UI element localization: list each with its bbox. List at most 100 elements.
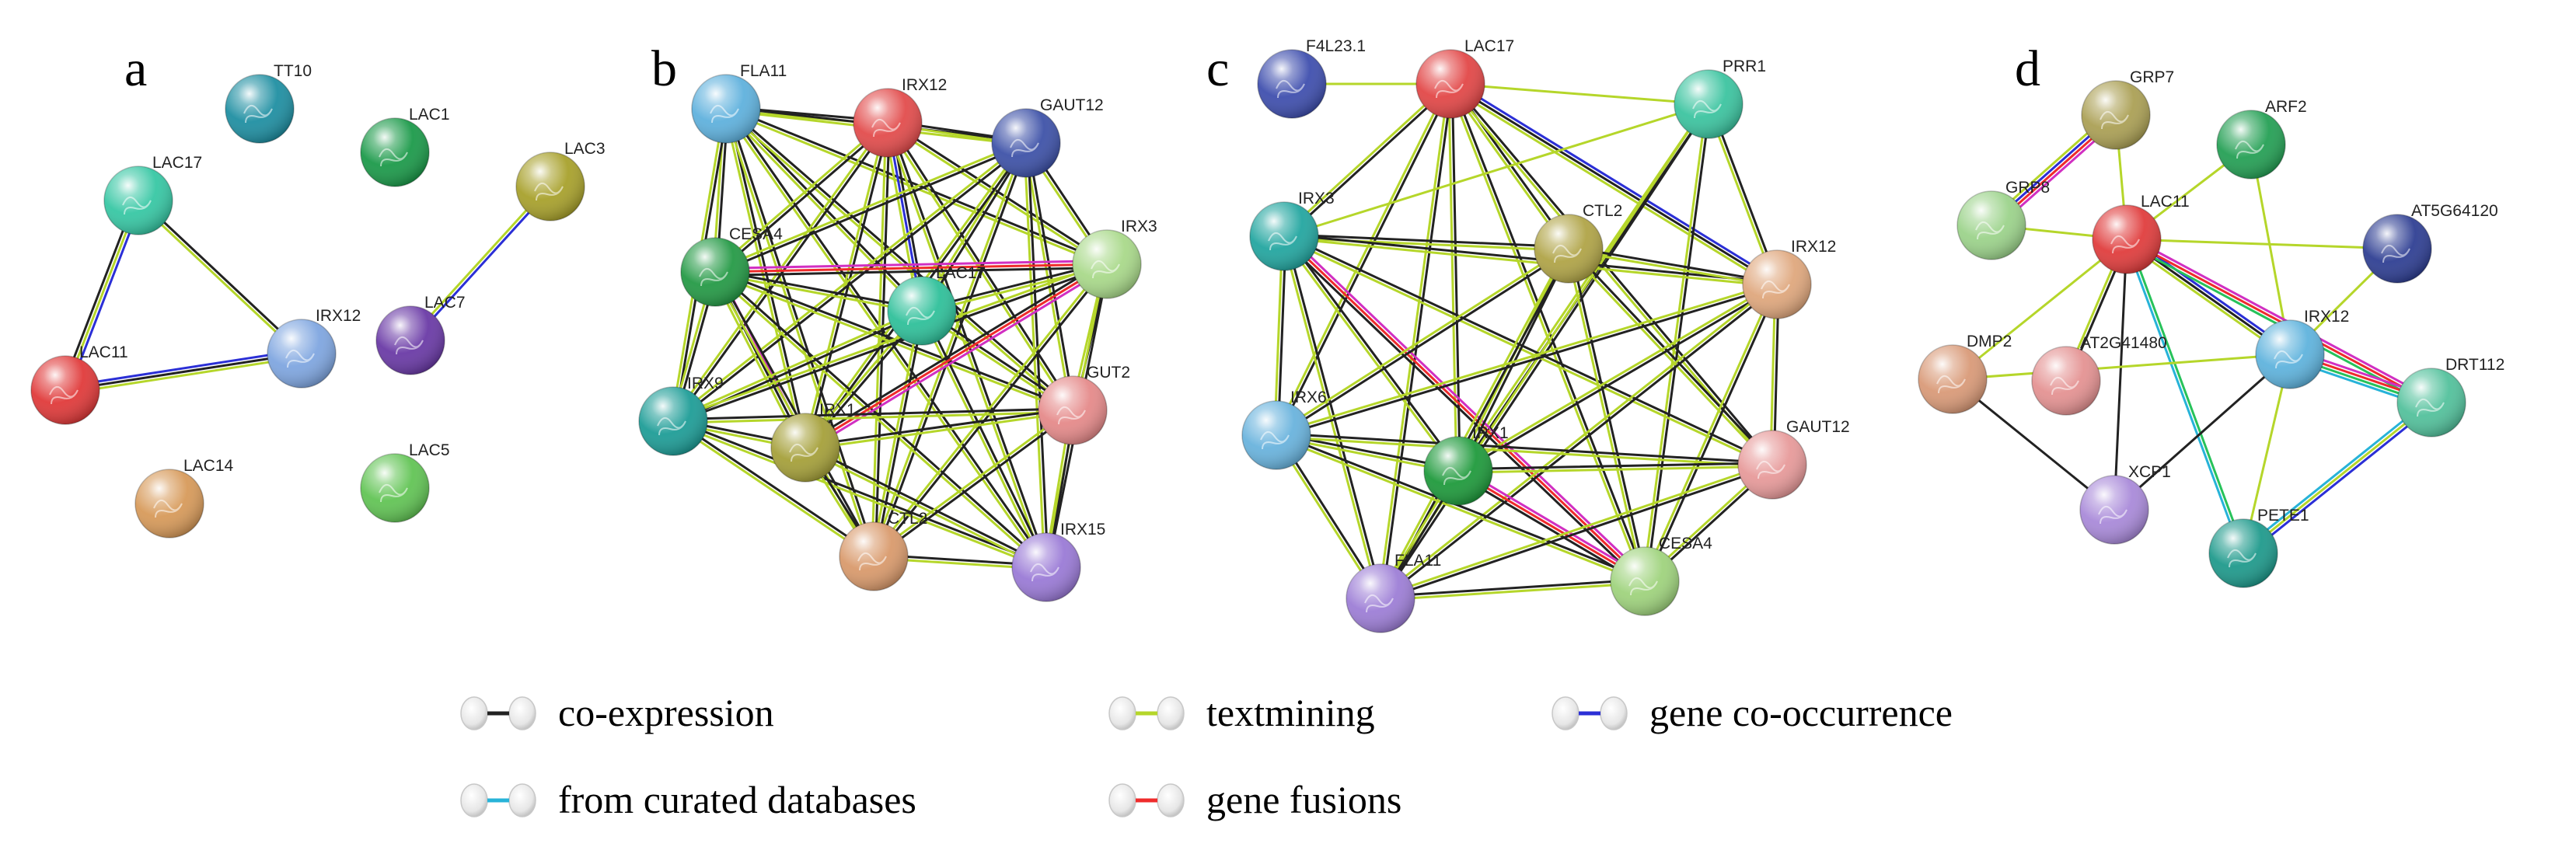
node-lac14: LAC14 — [134, 457, 234, 539]
edge-line-coexpression — [1283, 233, 1570, 249]
edge-line-coexpression — [1284, 234, 1461, 472]
edge-line-textmining — [871, 407, 1073, 556]
legend-node-icon — [460, 783, 488, 817]
node-gloss — [135, 469, 204, 538]
node-label: IRX15 — [1060, 521, 1105, 539]
node-gloss — [104, 166, 173, 235]
node-gloss — [2082, 81, 2150, 149]
node-cesa4: CESA4 — [680, 225, 783, 307]
edge-irx9-ctl2 — [671, 418, 876, 559]
edge-irx12-xcp1 — [2113, 353, 2292, 511]
edge-line-textmining — [1951, 353, 2292, 381]
node-label: DMP2 — [1967, 333, 2012, 350]
node-label: LAC14 — [183, 457, 234, 475]
edge-line-coexpression — [1645, 284, 1780, 584]
legend-label: from curated databases — [558, 778, 916, 821]
edge-line-coexpression — [1380, 82, 1454, 600]
edge-line-textmining — [2242, 401, 2433, 555]
edge-gaut12-fla11 — [1378, 462, 1775, 601]
node-at5g64120: AT5G64120 — [2362, 202, 2498, 284]
edge-line-textmining — [1377, 246, 1569, 599]
edge-line-textmining — [1273, 82, 1450, 436]
node-label: LAC17 — [1464, 37, 1514, 55]
edge-line-textmining — [713, 140, 1027, 272]
edge-line-textmining — [2125, 238, 2399, 250]
edge-line-textmining — [1281, 235, 1458, 473]
edge-line-textmining — [1565, 248, 1645, 584]
edge-line-textmining — [671, 261, 1108, 421]
node-label: GAUT12 — [1786, 418, 1850, 436]
edge-line-textmining — [871, 262, 1107, 557]
node-label: GRP8 — [2005, 179, 2050, 197]
edge-line-coexpression — [805, 444, 1049, 567]
edge-irx1-gaut12 — [1457, 462, 1774, 474]
legend-node-icon — [1157, 783, 1185, 817]
legend-node-icon — [508, 783, 536, 817]
edge-irx12-irx6 — [1274, 281, 1779, 438]
edge-irx3-irx1 — [1281, 234, 1461, 473]
edge-fla11-cesa4 — [1379, 578, 1646, 601]
edge-line-textmining — [919, 310, 1046, 570]
node-gloss — [1738, 430, 1806, 499]
node-lac5: LAC5 — [360, 441, 450, 523]
edge-line-coexpression — [726, 106, 877, 557]
node-f4l23-1: F4L23.1 — [1257, 37, 1366, 119]
node-gloss — [2080, 476, 2148, 544]
legend-node-icon — [1108, 696, 1136, 730]
legend-item-coexpression: co-expression — [460, 691, 774, 734]
node-irx12: IRX12 — [853, 76, 947, 158]
edge-line-coexpression — [1951, 378, 2116, 511]
edge-line-fusion — [1283, 235, 1646, 583]
node-label: IRX9 — [687, 375, 724, 392]
edge-line-coexpression — [726, 106, 808, 448]
node-label: LAC11 — [79, 343, 128, 361]
node-gloss — [1038, 376, 1107, 444]
node-label: GAUT12 — [1040, 96, 1104, 114]
node-gloss — [1073, 230, 1141, 298]
node-lac17: LAC17 — [887, 264, 986, 346]
node-label: PRR1 — [1723, 58, 1766, 75]
node-tt10: TT10 — [225, 62, 312, 144]
node-label: GUT2 — [1087, 364, 1130, 382]
edge-line-cooccurrence — [1450, 79, 1780, 283]
node-gloss — [361, 454, 429, 522]
edge-line-coexpression — [1276, 284, 1779, 438]
legend-node-icon — [1600, 696, 1628, 730]
node-gloss — [1416, 50, 1485, 118]
legend-item-textmining: textmining — [1108, 691, 1375, 734]
node-lac3: LAC3 — [515, 140, 606, 221]
edge-line-coexpression — [715, 270, 877, 557]
edge-line-experimental — [2127, 235, 2435, 401]
panel-letter-b: b — [651, 40, 677, 97]
node-gloss — [692, 75, 760, 143]
node-cesa4: CESA4 — [1610, 535, 1712, 616]
node-lac11: LAC11 — [30, 343, 128, 425]
node-gloss — [2032, 347, 2100, 415]
edge-line-coexpression — [1450, 82, 1648, 582]
node-gloss — [2217, 110, 2285, 179]
node-label: CESA4 — [729, 225, 783, 243]
edge-line-coexpression — [714, 269, 923, 311]
edge-irx3-gaut12 — [1282, 233, 1775, 468]
node-label: IRX12 — [1791, 238, 1836, 256]
legend-item-cooccurrence: gene co-occurrence — [1552, 691, 1953, 734]
node-label: DRT112 — [2445, 356, 2504, 374]
node-gloss — [1957, 191, 2026, 260]
edge-gaut12-irx9 — [671, 140, 1028, 424]
node-arf2: ARF2 — [2216, 98, 2307, 180]
edge-line-coexpression — [2113, 353, 2292, 511]
node-gloss — [2209, 519, 2278, 587]
edge-line-coexpression — [874, 142, 1029, 559]
node-label: AT2G41480 — [2080, 334, 2167, 352]
edge-line-cooccurrence — [2244, 404, 2435, 558]
edge-lac17-irx15 — [919, 308, 1049, 570]
node-irx12: IRX12 — [2255, 308, 2349, 389]
edge-line-textmining — [1565, 249, 1772, 468]
node-pete1: PETE1 — [2208, 507, 2309, 588]
node-gloss — [1611, 547, 1679, 615]
node-label: AT5G64120 — [2411, 202, 2498, 220]
edge-irx12-fla11 — [1378, 281, 1779, 601]
node-label: PETE1 — [2257, 507, 2309, 525]
